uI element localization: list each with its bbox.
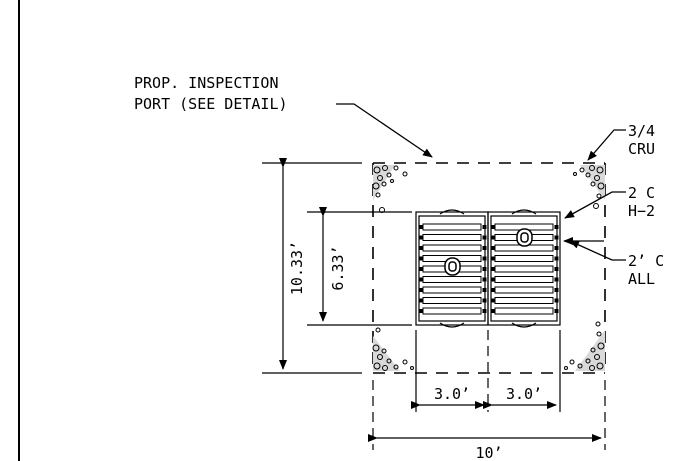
rib-end-mark: [491, 298, 496, 303]
rib-end-mark: [482, 235, 487, 240]
rib-end-mark: [491, 235, 496, 240]
chamber-rib: [422, 297, 482, 304]
dimension-overall-width: [368, 380, 606, 450]
rib-end-mark: [554, 256, 559, 261]
rib-end-mark: [419, 256, 424, 261]
overall-width-label: 10’: [475, 444, 502, 461]
rib-end-mark: [482, 309, 487, 313]
dimension-chamber-widths: [411, 330, 561, 412]
rib-end-mark: [491, 246, 496, 250]
rib-end-mark: [491, 288, 496, 292]
chamber-rib: [494, 286, 554, 294]
excavation-boundary: [372, 162, 606, 374]
stone-note-line1: 3/4: [628, 122, 655, 140]
stone-note-line2: CRU: [628, 140, 655, 158]
rib-end-mark: [419, 288, 424, 292]
chamber-width-left-label: 3.0’: [434, 385, 470, 403]
rib-end-mark: [554, 225, 559, 229]
chamber-rib: [494, 307, 554, 315]
rib-end-mark: [419, 246, 424, 250]
rib-end-mark: [554, 235, 559, 240]
chamber-rib: [494, 265, 554, 273]
rib-end-mark: [482, 277, 487, 282]
chamber-right: [487, 209, 561, 328]
rib-end-mark: [554, 267, 559, 271]
chamber-rib: [494, 255, 554, 262]
inspection-port-note-line1: PROP. INSPECTION: [134, 74, 279, 92]
rib-end-mark: [491, 309, 496, 313]
stone-fill-bottom-right: [564, 321, 605, 371]
inspection-port-left: [444, 257, 461, 276]
rib-end-mark: [554, 288, 559, 292]
rib-end-mark: [482, 256, 487, 261]
chamber-rib: [494, 276, 554, 283]
rib-end-mark: [419, 267, 424, 271]
chamber-width-right-label: 3.0’: [506, 385, 542, 403]
chamber-rib: [422, 244, 482, 252]
clearance-note-line2: ALL: [628, 270, 655, 288]
rib-end-mark: [419, 277, 424, 282]
rib-end-mark: [554, 246, 559, 250]
stone-fill-bottom-left: [372, 327, 414, 371]
inner-height-label: 6.33’: [329, 245, 347, 290]
rib-end-mark: [491, 225, 496, 229]
clearance-note-line1: 2’ C: [628, 252, 664, 270]
rib-end-mark: [482, 246, 487, 250]
rib-end-mark: [419, 298, 424, 303]
rib-end-mark: [482, 267, 487, 271]
chambers-note-line1: 2 C: [628, 184, 655, 202]
outer-height-label: 10.33’: [288, 241, 306, 295]
stone-fill-top-right: [573, 165, 605, 209]
chamber-rib: [494, 297, 554, 304]
dimension-inner-height: [307, 207, 412, 326]
rib-end-mark: [482, 298, 487, 303]
rib-end-mark: [482, 225, 487, 229]
clearance-leader: [569, 240, 626, 261]
chambers-note-line2: H−2: [628, 202, 655, 220]
chamber-rib: [422, 307, 482, 315]
inspection-port-note-line2: PORT (SEE DETAIL): [134, 95, 288, 113]
stone-fill-top-left: [372, 165, 408, 213]
rib-end-mark: [419, 309, 424, 313]
inspection-port-right: [516, 228, 533, 247]
rib-end-mark: [482, 288, 487, 292]
rib-end-mark: [419, 225, 424, 229]
chamber-rib: [422, 234, 482, 241]
rib-end-mark: [491, 277, 496, 282]
rib-end-mark: [491, 256, 496, 261]
rib-end-mark: [554, 277, 559, 282]
chamber-rib: [422, 286, 482, 294]
chamber-rib: [422, 276, 482, 283]
dimension-outer-height: [262, 158, 362, 374]
inspection-port-leader: [336, 103, 433, 158]
rib-end-mark: [554, 298, 559, 303]
chambers-leader: [564, 191, 626, 219]
rib-end-mark: [419, 235, 424, 240]
stone-leader: [587, 129, 626, 161]
chamber-rib: [422, 223, 482, 231]
rib-end-mark: [491, 267, 496, 271]
rib-end-mark: [554, 309, 559, 313]
